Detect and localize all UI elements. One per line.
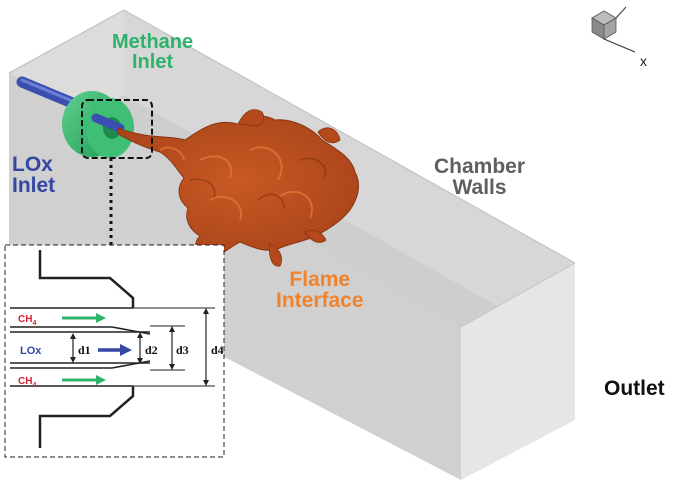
outlet-label: Outlet	[604, 377, 665, 400]
injector-inset: CH4 LOx CH4 d1 d2 d3 d4	[4, 244, 225, 458]
inset-wall-line	[111, 360, 151, 369]
dim-arrow-d3	[169, 326, 175, 370]
green-arrow-icon	[62, 375, 106, 385]
chamber-box	[8, 9, 576, 480]
zoom-region-box	[81, 99, 153, 159]
dim-label-d4: d4	[211, 343, 224, 357]
flame-interface-line-2: Interface	[276, 289, 364, 312]
chamber-walls-line-2: Walls	[452, 176, 507, 199]
chamber-edge	[8, 9, 576, 264]
dim-arrow-d1	[70, 333, 76, 363]
dim-label-d2: d2	[145, 343, 158, 357]
inset-outer-wall-top	[38, 250, 135, 308]
flame-interface-label: Flame Interface	[276, 269, 364, 311]
orientation-cube-icon	[591, 6, 636, 53]
ch4-top-label: CH4	[18, 314, 36, 327]
chamber-edge	[460, 262, 576, 328]
dim-arrow-d2	[137, 332, 143, 364]
green-arrow-icon	[62, 313, 106, 323]
chamber-walls-label: Chamber Walls	[434, 156, 525, 198]
ch4-bottom-label: CH4	[18, 376, 36, 389]
flame-interface	[117, 109, 360, 269]
chamber-outlet-face	[461, 263, 575, 480]
dim-label-d3: d3	[176, 343, 189, 357]
inset-wall-line	[111, 326, 151, 335]
lox-inset-label: LOx	[20, 345, 42, 357]
methane-inlet-label: Methane Inlet	[112, 32, 193, 72]
chamber-walls-line-1: Chamber	[434, 155, 526, 178]
chamber-side-face	[9, 73, 461, 480]
lox-post-tip	[91, 113, 125, 133]
methane-inlet-line-2: Inlet	[132, 51, 174, 73]
dim-arrow-d4	[203, 308, 209, 386]
axis-x-label: x	[640, 53, 647, 69]
methane-inlet-line-1: Methane	[112, 31, 194, 53]
inset-outer-wall-bottom	[38, 386, 135, 448]
lox-inlet-line-2: Inlet	[12, 174, 56, 197]
blue-arrow-icon	[98, 344, 132, 356]
flame-interface-line-1: Flame	[289, 268, 351, 291]
lox-inlet-label: LOx Inlet	[12, 154, 55, 196]
dim-label-d1: d1	[78, 343, 91, 357]
lox-inlet-line-1: LOx	[12, 153, 53, 176]
